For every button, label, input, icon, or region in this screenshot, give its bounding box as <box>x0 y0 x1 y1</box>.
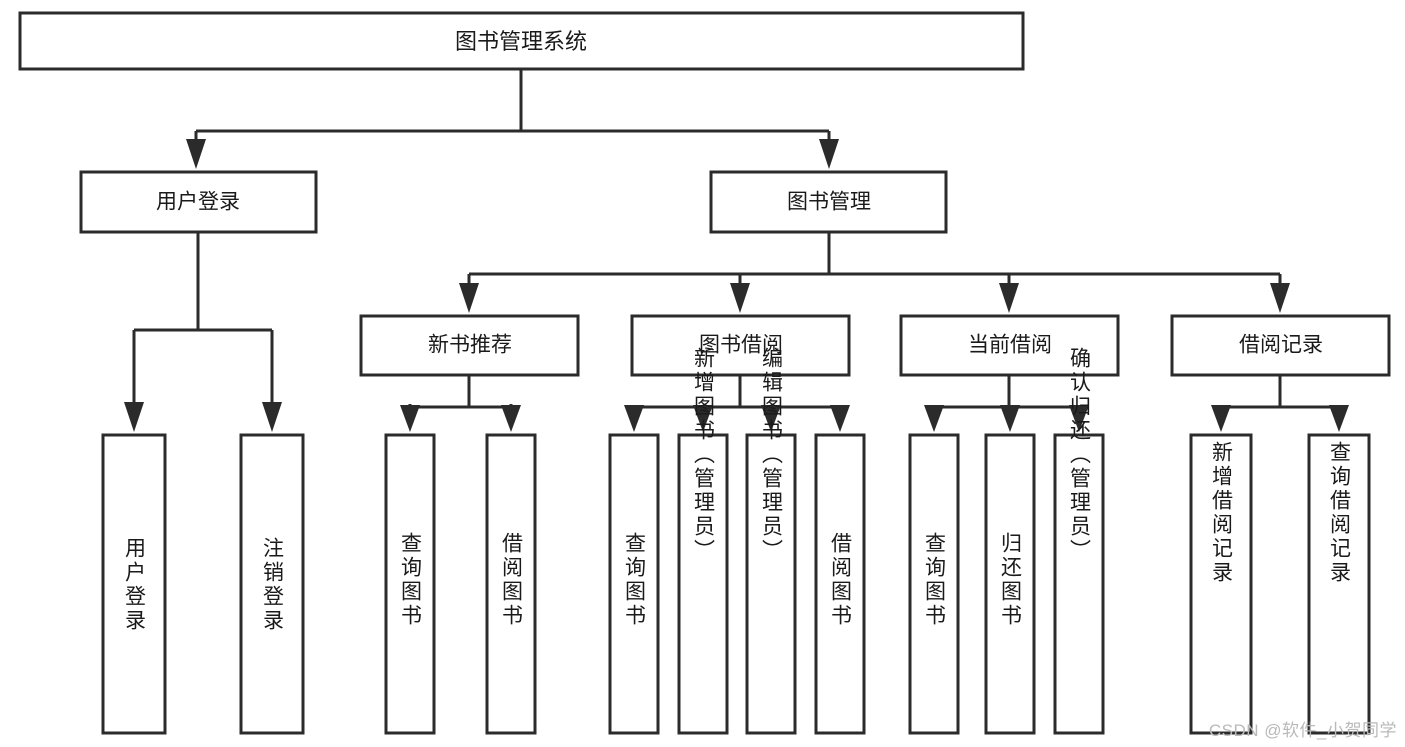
node-user-login-box[interactable] <box>79 170 318 234</box>
arrow-head-leaf-query-book-1 <box>400 405 420 432</box>
leaf-borrow-book-1[interactable]: 借阅图书 <box>485 433 537 735</box>
connector-group-root <box>186 69 839 169</box>
arrow-head-leaf-user-login <box>124 402 144 432</box>
leaf-query-record-label: 查询借阅记录 <box>1328 441 1352 585</box>
arrow-head-leaf-query-record <box>1329 405 1349 432</box>
leaf-query-book-1[interactable]: 查询图书 <box>384 433 436 735</box>
arrow-head-leaf-confirm-return <box>1069 405 1089 432</box>
node-user-login-label: 用户登录 <box>156 191 240 214</box>
leaf-logout[interactable]: 注销登录 <box>239 433 305 735</box>
node-current-borrow[interactable]: 当前借阅 <box>899 314 1120 377</box>
leaf-user-login-label: 用户登录 <box>123 537 147 633</box>
arrow-head-user-login <box>186 139 206 169</box>
arrow-head-leaf-query-book-3 <box>924 405 944 432</box>
csdn-watermark: CSDN @软件_小贺同学 <box>1208 721 1397 740</box>
arrow-head-leaf-return-book <box>1000 405 1020 432</box>
node-new-book-recommend[interactable]: 新书推荐 <box>359 314 580 377</box>
arrow-head-new-book-recommend <box>459 283 479 313</box>
node-book-borrow[interactable]: 图书借阅 <box>630 314 851 377</box>
arrow-head-leaf-borrow-book-1 <box>501 405 521 432</box>
node-book-borrow-box[interactable] <box>630 314 851 377</box>
node-book-manage[interactable]: 图书管理 <box>709 170 948 234</box>
connector-group-user-login <box>124 232 282 432</box>
leaf-query-record[interactable]: 查询借阅记录 <box>1307 433 1371 735</box>
connector-group-book-manage <box>459 232 1290 313</box>
node-current-borrow-box[interactable] <box>899 314 1120 377</box>
connector-group-new-book-recommend <box>400 375 521 432</box>
leaf-return-book[interactable]: 归还图书 <box>984 433 1036 735</box>
arrow-head-current-borrow <box>999 283 1019 313</box>
leaf-query-book-3-label: 查询图书 <box>923 532 947 628</box>
leaf-query-book-3[interactable]: 查询图书 <box>908 433 960 735</box>
leaf-query-book-3-box[interactable] <box>908 433 960 735</box>
node-root[interactable]: 图书管理系统 <box>18 11 1025 71</box>
leaf-query-book-2-box[interactable] <box>608 433 660 735</box>
arrow-head-book-manage <box>819 139 839 169</box>
leaf-return-book-box[interactable] <box>984 433 1036 735</box>
node-book-manage-box[interactable] <box>709 170 948 234</box>
leaf-edit-book-box[interactable] <box>745 433 797 735</box>
leaf-edit-book[interactable]: 编辑图书（管理员） <box>745 347 797 735</box>
connector-group-current-borrow <box>924 375 1089 432</box>
node-borrow-records-label: 借阅记录 <box>1239 334 1323 357</box>
node-root-box[interactable] <box>18 11 1025 71</box>
arrow-head-book-borrow <box>730 283 750 313</box>
leaf-logout-label: 注销登录 <box>261 537 285 633</box>
leaf-add-book-box[interactable] <box>677 433 729 735</box>
arrow-head-borrow-records <box>1270 283 1290 313</box>
node-borrow-records[interactable]: 借阅记录 <box>1170 314 1391 377</box>
leaf-query-book-1-label: 查询图书 <box>399 532 423 628</box>
leaf-borrow-book-2[interactable]: 借阅图书 <box>814 433 866 735</box>
leaf-return-book-label: 归还图书 <box>999 532 1023 628</box>
arrow-head-leaf-add-record <box>1211 405 1231 432</box>
leaf-add-book[interactable]: 新增图书（管理员） <box>677 347 729 735</box>
leaf-query-book-2-label: 查询图书 <box>623 532 647 628</box>
leaf-add-book-label: 新增图书（管理员） <box>692 347 716 563</box>
leaf-add-record-label: 新增借阅记录 <box>1210 441 1234 585</box>
leaf-borrow-book-2-label: 借阅图书 <box>829 532 853 628</box>
arrow-head-leaf-borrow-book-2 <box>830 405 850 432</box>
arrow-head-leaf-logout <box>262 402 282 432</box>
node-new-book-recommend-label: 新书推荐 <box>428 334 512 357</box>
leaf-borrow-book-1-label: 借阅图书 <box>500 532 524 628</box>
node-root-label: 图书管理系统 <box>455 29 587 54</box>
arrow-head-leaf-add-book <box>693 405 713 432</box>
leaf-borrow-book-1-box[interactable] <box>485 433 537 735</box>
connector-group-borrow-records <box>1211 375 1349 432</box>
arrow-head-leaf-edit-book <box>761 405 781 432</box>
connector-group-book-borrow <box>624 375 850 432</box>
leaf-confirm-return-label: 确认归还（管理员） <box>1068 347 1092 563</box>
leaf-borrow-book-2-box[interactable] <box>814 433 866 735</box>
node-user-login[interactable]: 用户登录 <box>79 170 318 234</box>
leaf-edit-book-label: 编辑图书（管理员） <box>760 347 784 563</box>
leaf-query-record-box[interactable] <box>1307 433 1371 735</box>
leaf-confirm-return-box[interactable] <box>1053 433 1105 735</box>
leaf-confirm-return[interactable]: 确认归还（管理员） <box>1053 347 1105 735</box>
leaf-add-record[interactable]: 新增借阅记录 <box>1189 433 1253 735</box>
leaf-query-book-2[interactable]: 查询图书 <box>608 433 660 735</box>
node-current-borrow-label: 当前借阅 <box>968 334 1052 357</box>
node-new-book-recommend-box[interactable] <box>359 314 580 377</box>
leaf-logout-box[interactable] <box>239 433 305 735</box>
leaf-user-login-box[interactable] <box>101 433 167 735</box>
node-borrow-records-box[interactable] <box>1170 314 1391 377</box>
leaf-query-book-1-box[interactable] <box>384 433 436 735</box>
leaf-user-login[interactable]: 用户登录 <box>101 433 167 735</box>
arrow-head-leaf-query-book-2 <box>624 405 644 432</box>
node-book-manage-label: 图书管理 <box>787 191 871 214</box>
leaf-add-record-box[interactable] <box>1189 433 1253 735</box>
node-book-borrow-label: 图书借阅 <box>699 334 783 357</box>
